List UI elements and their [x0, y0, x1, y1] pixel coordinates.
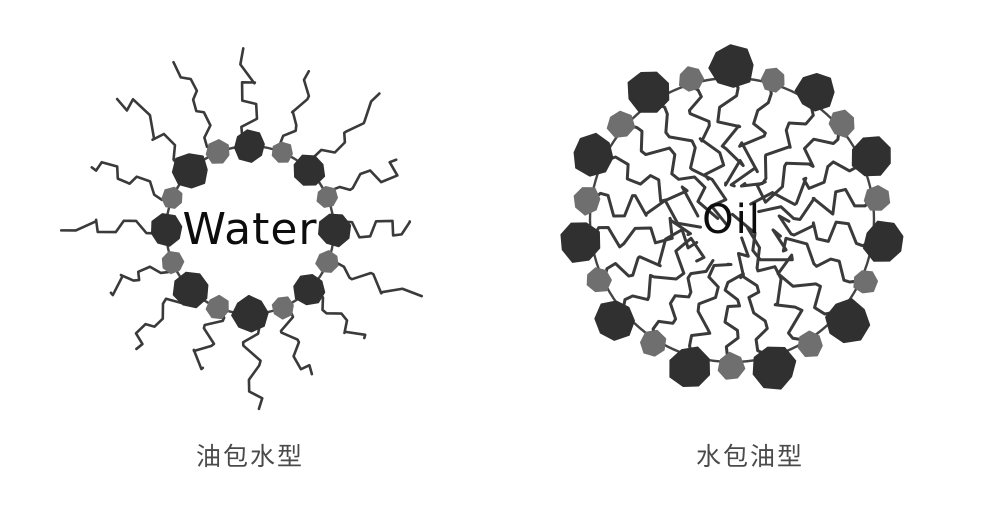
core-label-oil: Oil: [702, 197, 762, 243]
caption-oil-in-water: 水包油型: [695, 442, 804, 471]
caption-water-in-oil: 油包水型: [195, 442, 304, 471]
core-label-water: Water: [182, 204, 317, 255]
panel-water-in-oil: Water 油包水型: [59, 47, 424, 471]
surfactant-heads-right: [560, 44, 904, 390]
panel-oil-in-water: Oil 水包油型: [500, 0, 1000, 527]
oil-in-water-diagram: Oil: [560, 44, 904, 390]
surfactant-tails-right: [589, 76, 875, 364]
water-in-oil-diagram: Water: [59, 47, 424, 411]
surfactant-heads-left: [150, 129, 352, 333]
